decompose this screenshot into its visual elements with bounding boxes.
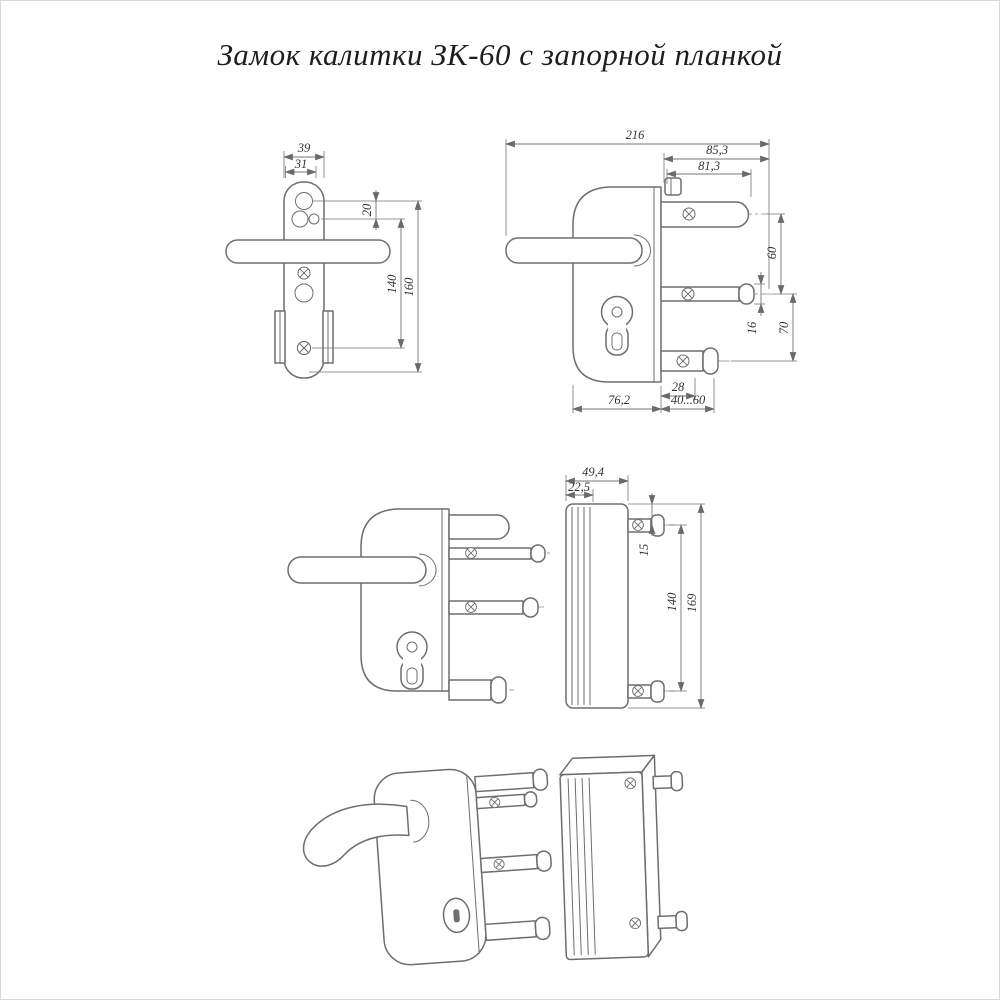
front-view-dimensions: 39 31 20 140 160	[283, 141, 422, 373]
dim-side-bolt-dia: 16	[745, 321, 759, 334]
dim-strike-plate-height: 169	[685, 593, 699, 613]
dim-strike-depth-outer: 49,4	[582, 465, 604, 479]
latch-guide	[664, 177, 682, 196]
side-view: 216 85,3 81,3 60 70	[505, 128, 797, 413]
dim-side-axis-top: 60	[765, 246, 779, 259]
lock-faceplate	[274, 181, 334, 379]
handle-front	[225, 239, 391, 264]
screw-icon	[493, 858, 505, 871]
latch-rod-3d	[475, 791, 538, 810]
euro-cylinder	[600, 295, 634, 356]
screw-icon	[465, 547, 477, 559]
euro-cylinder	[396, 631, 428, 690]
screw-icon	[682, 207, 696, 221]
front-view: 39 31 20 140 160	[225, 141, 422, 379]
screw-icon	[488, 796, 501, 809]
strike-top-pin	[627, 514, 665, 537]
latch-bolt-3d	[474, 768, 549, 793]
screw-icon	[297, 266, 311, 280]
dim-side-bolt-length-a: 85,3	[706, 143, 728, 157]
spindle-hole	[291, 210, 309, 228]
deadbolt-3d	[484, 916, 551, 942]
drawing-title: Замок калитки ЗК-60 с запорной планкой	[217, 37, 783, 72]
top-hole	[295, 192, 313, 210]
latch-bolt	[660, 201, 750, 228]
dim-side-axis-bottom: 70	[777, 321, 791, 334]
dim-front-width-outer: 39	[297, 141, 311, 155]
dim-strike-depth-inner: 22,5	[568, 480, 590, 494]
dim-side-total-length: 216	[626, 128, 646, 142]
strike-top-pin-3d	[624, 770, 684, 792]
euro-cylinder-3d	[442, 897, 471, 934]
faceplate-holes	[291, 192, 320, 356]
middle-bolt	[448, 597, 539, 618]
dim-side-plate-offset: 28	[672, 380, 685, 394]
strike-plate-view: 49,4 22,5 15 140 169	[565, 465, 705, 709]
handle-hub	[633, 234, 652, 267]
strike-plate-body	[565, 503, 629, 709]
dim-strike-pin-spacing: 140	[665, 592, 679, 612]
side-view-dimensions: 216 85,3 81,3 60 70	[505, 128, 797, 413]
perspective-lock	[302, 768, 552, 966]
middle-lock-view	[287, 508, 553, 704]
strike-bottom-pin-3d	[629, 910, 689, 932]
dim-side-bolt-length-b: 81,3	[698, 159, 720, 173]
screw-icon	[632, 519, 644, 531]
strike-view-dimensions: 49,4 22,5 15 140 169	[565, 465, 705, 709]
latch-bolt	[448, 514, 510, 540]
screw-icon	[632, 685, 644, 697]
middle-bolt	[660, 283, 755, 305]
dim-front-width-inner: 31	[294, 157, 308, 171]
handle-3d	[302, 799, 430, 867]
lock-body-3d	[373, 768, 487, 966]
screw-icon	[296, 340, 312, 356]
centerlines	[443, 552, 553, 691]
screw-icon	[681, 287, 695, 301]
screw-icon	[465, 601, 477, 613]
middle-bolt-3d	[479, 850, 552, 874]
handle-hub	[418, 553, 437, 587]
deadbolt	[660, 347, 719, 375]
front-face	[559, 771, 649, 961]
screw-icon	[676, 354, 690, 368]
latch-rod	[448, 544, 546, 563]
top-face	[559, 754, 656, 776]
screw-icon	[629, 917, 642, 930]
deadbolt	[448, 676, 507, 704]
dim-side-adjust-range: 40...60	[671, 393, 706, 407]
dim-front-hole-offset: 20	[360, 203, 374, 216]
dim-side-body-depth: 76,2	[608, 393, 630, 407]
strike-bottom-pin	[627, 680, 665, 703]
dim-front-height-outer: 160	[402, 277, 416, 297]
perspective-strike-plate	[559, 754, 689, 961]
screw-icon	[624, 777, 637, 790]
spindle-screw-hole	[308, 213, 320, 225]
cylinder-hole	[294, 283, 314, 303]
handle-side	[287, 553, 437, 587]
handle-side	[505, 234, 652, 267]
key-slot	[453, 909, 460, 923]
handle-hub	[410, 799, 430, 843]
strike-plate-3d	[559, 754, 662, 961]
dim-strike-pin-offset: 15	[637, 544, 651, 557]
dim-front-height-inner: 140	[385, 274, 399, 294]
